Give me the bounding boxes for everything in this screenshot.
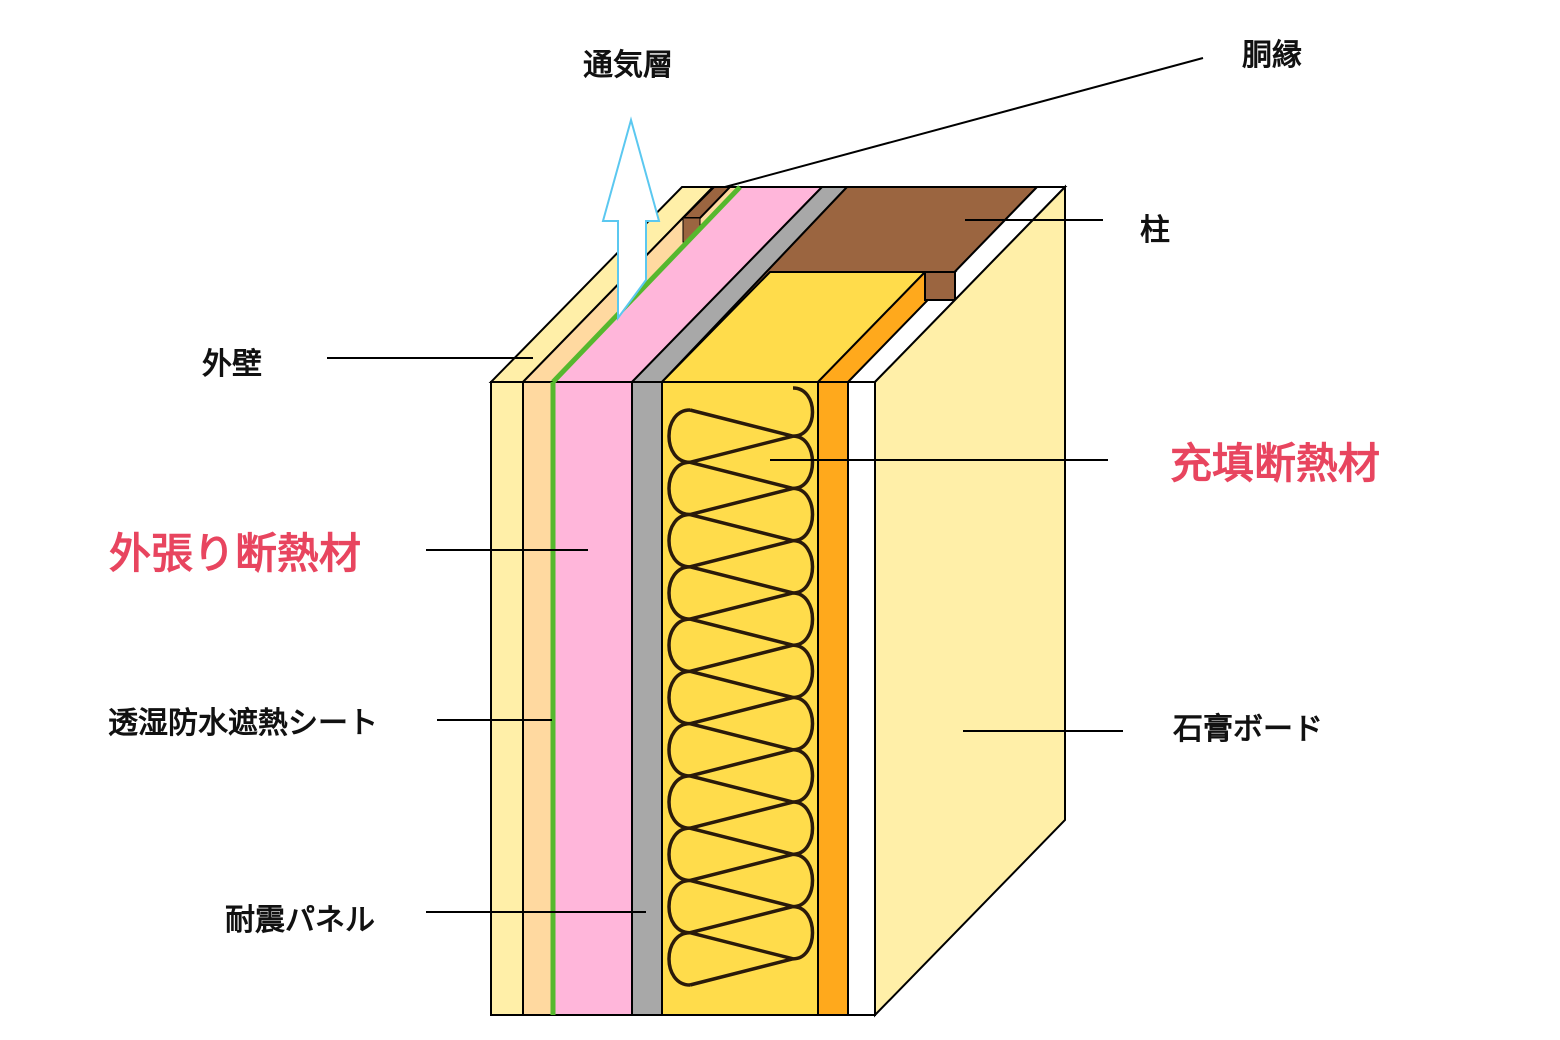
up-arrow-icon: [601, 116, 661, 322]
exterior-wall-label: 外壁: [202, 347, 262, 382]
seismic-panel-front: [631, 381, 663, 1016]
fill-insulation-side: [817, 381, 849, 1016]
vent-layer-front: [522, 381, 554, 1016]
labels: 通気層 胴縁 柱 外壁 充填断熱材 外張り断熱材 透湿防水遮熱シート 石膏ボード…: [108, 38, 1380, 938]
exterior-insulation-label: 外張り断熱材: [109, 529, 361, 578]
seismic-panel-label: 耐震パネル: [225, 903, 375, 938]
moisture-sheet: [550, 185, 742, 1015]
insulation-loops-right: [792, 386, 815, 961]
column-label: 柱: [1140, 213, 1170, 248]
column-inner-edge: [924, 271, 956, 301]
vent-layer-label: 通気層: [583, 48, 673, 83]
leader-lines: [327, 57, 1204, 913]
gypsum-board-side: [874, 184, 1066, 1018]
insulation-pattern: [667, 386, 815, 987]
front-faces: [490, 381, 876, 1016]
exterior-insulation-front: [552, 381, 633, 1016]
gypsum-board-edge: [847, 381, 876, 1016]
gypsum-board-label: 石膏ボード: [1172, 712, 1323, 747]
exterior-wall-front: [490, 381, 524, 1016]
fill-insulation-label: 充填断熱材: [1170, 439, 1380, 488]
furring-label: 胴縁: [1242, 38, 1302, 73]
moisture-sheet-label: 透湿防水遮熱シート: [108, 706, 378, 741]
insulation-loops-left: [667, 408, 691, 987]
